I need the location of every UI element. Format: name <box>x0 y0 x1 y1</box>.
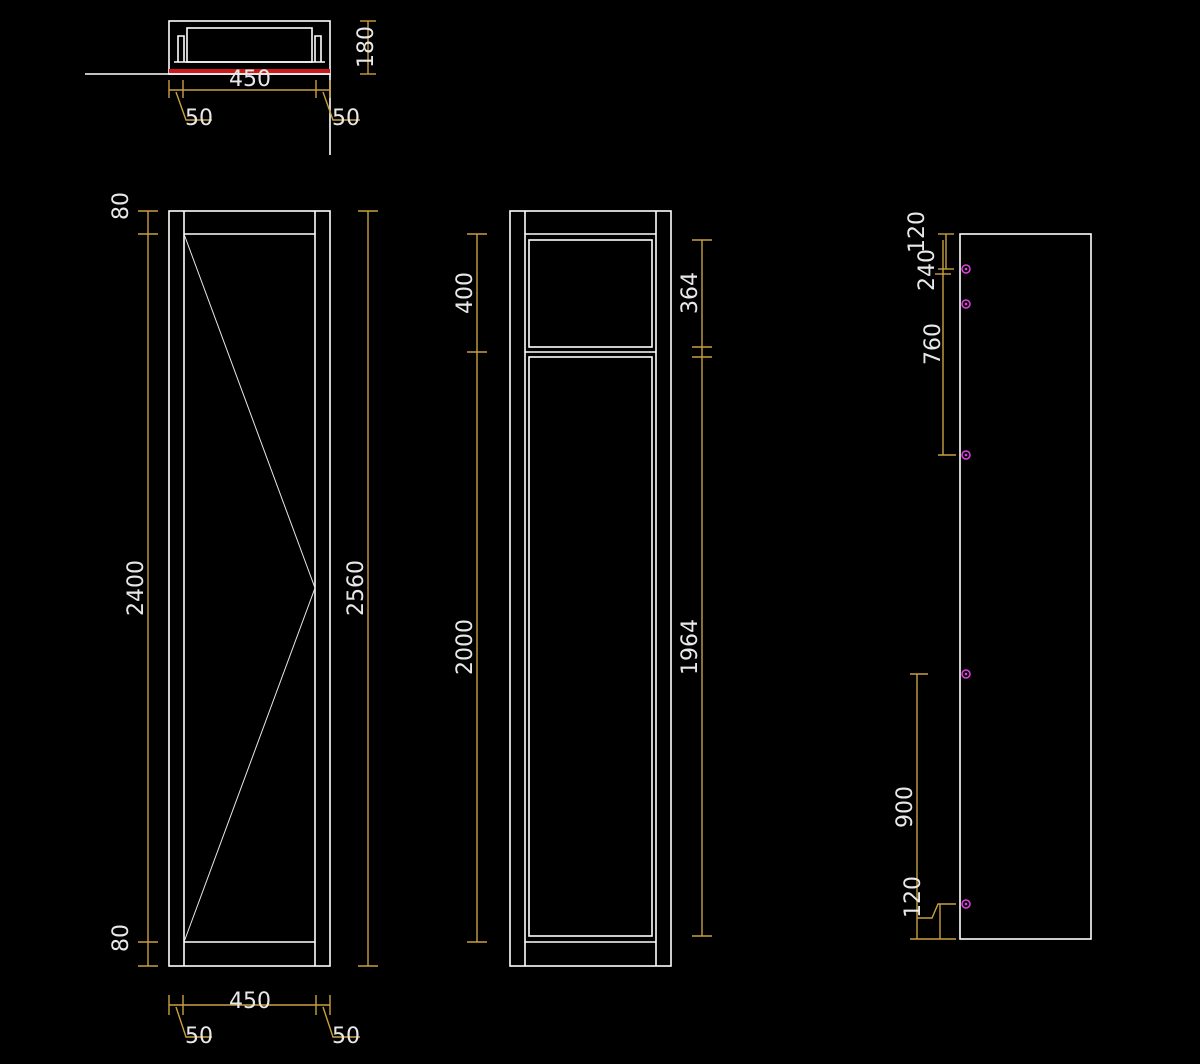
plan-left-detail <box>177 35 185 62</box>
door-left-offset-leader <box>175 1006 212 1038</box>
plan-right-offset-label: 50 <box>332 106 360 131</box>
plan-left-offset-leader <box>175 91 212 121</box>
panel-upper-glass-label: 364 <box>678 272 703 314</box>
hinge-marker-4 <box>961 669 971 679</box>
panel-elevation: 400 2000 364 1964 <box>453 210 712 967</box>
hinge-marker-2 <box>961 299 971 309</box>
panel-lower-glass-label: 1964 <box>678 619 703 675</box>
side-elevation: 120 240 760 900 120 <box>893 211 1092 940</box>
hinge-marker-5 <box>961 899 971 909</box>
plan-depth-label: 180 <box>354 26 379 68</box>
door-bottom-rail-label: 80 <box>109 924 134 952</box>
door-swing-indicator <box>183 233 316 943</box>
door-overall-height-label: 2560 <box>344 560 369 616</box>
side-hinge-spacing-label: 240 <box>915 249 940 291</box>
plan-right-detail <box>314 35 322 62</box>
front-elevation: 80 2400 80 2560 450 50 50 <box>109 192 378 1049</box>
plan-frame-outline <box>168 20 331 75</box>
door-width-label: 450 <box>229 989 271 1014</box>
panel-upper-label: 400 <box>453 272 478 314</box>
plan-width-label: 450 <box>229 67 271 92</box>
top-view: 180 450 50 50 <box>85 20 379 155</box>
panel-lower-glass <box>528 356 653 937</box>
door-right-offset-leader <box>322 1006 360 1038</box>
plan-inner-panel <box>186 27 313 63</box>
panel-lower-label: 2000 <box>453 619 478 675</box>
side-bottom-offset-leader <box>917 903 956 919</box>
hinge-marker-1 <box>961 264 971 274</box>
side-bottom-offset-label: 120 <box>901 876 926 918</box>
door-top-rail-label: 80 <box>109 192 134 220</box>
side-top-offset-label: 120 <box>905 211 930 253</box>
side-panel-outline <box>959 233 1092 940</box>
plan-right-offset-leader <box>322 91 360 121</box>
panel-outer-frame <box>509 210 672 967</box>
hinge-marker-3 <box>961 450 971 460</box>
panel-upper-glass <box>528 239 653 348</box>
door-left-offset-label: 50 <box>185 1024 213 1049</box>
plan-left-offset-label: 50 <box>185 106 213 131</box>
side-middle-spacing-label: 760 <box>921 323 946 365</box>
side-lower-spacing-label: 900 <box>893 786 918 828</box>
door-inner-height-label: 2400 <box>124 560 149 616</box>
door-right-offset-label: 50 <box>332 1024 360 1049</box>
door-outer-frame <box>168 210 331 967</box>
